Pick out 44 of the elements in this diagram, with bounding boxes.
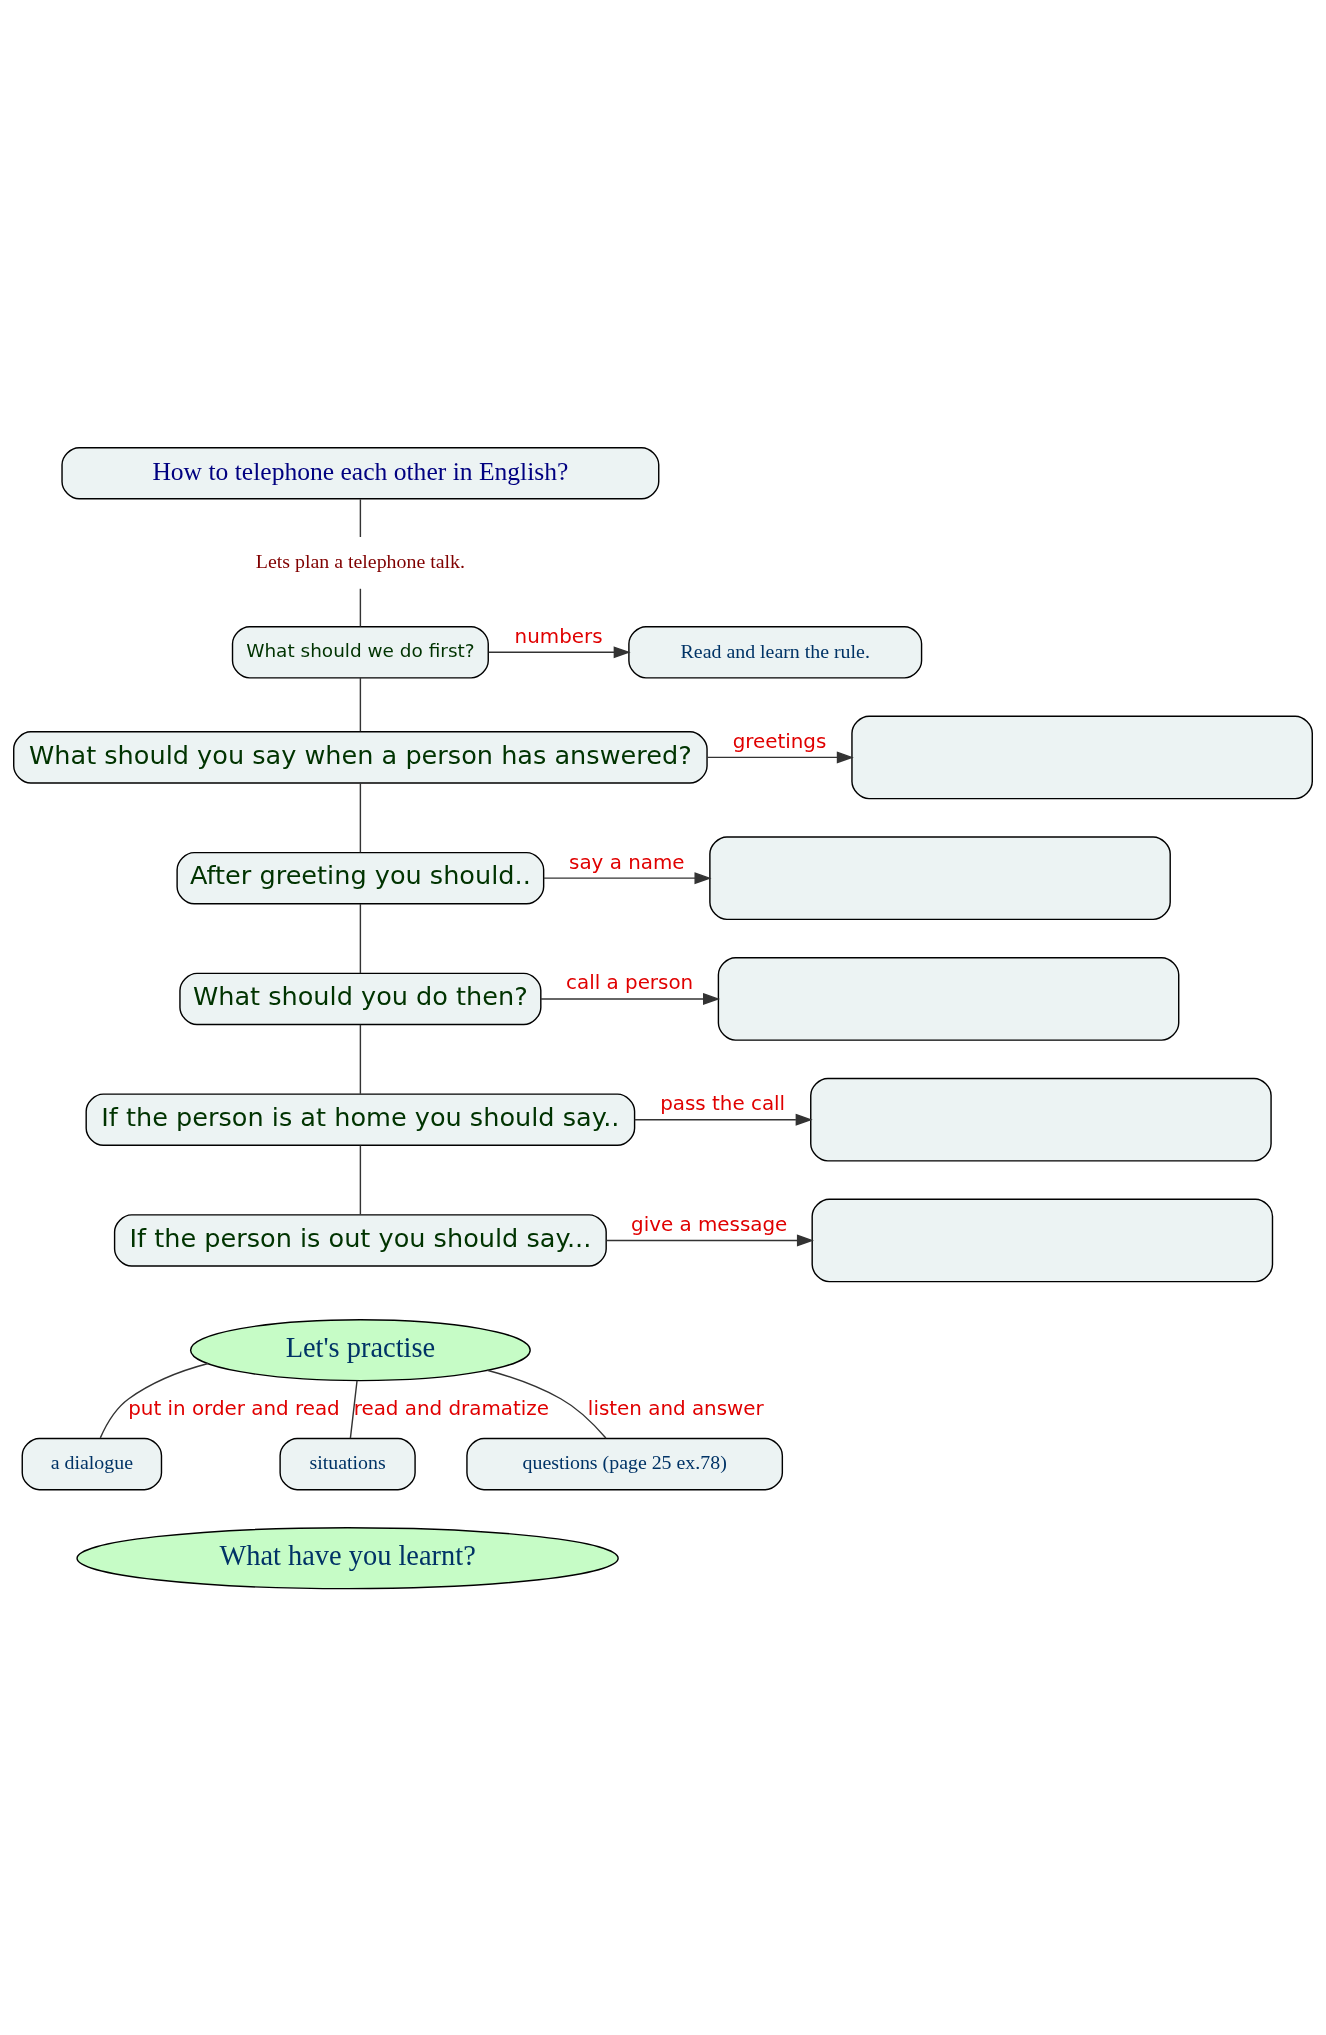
edge-label: numbers (514, 624, 603, 648)
edge-label: greetings (732, 729, 827, 753)
connector (359, 498, 362, 538)
connector (359, 782, 362, 853)
connector (359, 587, 362, 627)
arrow (605, 1233, 814, 1246)
node-box: How to telephone each other in English? (61, 446, 660, 500)
arrow (540, 992, 721, 1005)
node-box: After greeting you should.. (176, 851, 545, 904)
connector (486, 1369, 607, 1439)
edge-label: say a name (569, 850, 685, 873)
node-box: questions (page 25 ex.78) (466, 1437, 784, 1490)
arrow (488, 645, 631, 658)
node-box: Read and learn the rule. (628, 625, 923, 679)
node-box: If the person is at home you should say.. (85, 1092, 636, 1146)
node-box: situations (279, 1437, 416, 1490)
edge-label: put in order and read (128, 1396, 340, 1420)
edge-label: pass the call (660, 1091, 786, 1115)
edge-label: read and dramatize (353, 1396, 549, 1420)
connector (359, 676, 362, 732)
connector (359, 902, 362, 974)
node-box (717, 956, 1180, 1041)
edge-label: give a message (631, 1212, 788, 1236)
connector (349, 1379, 358, 1439)
node-box: What should you do then? (179, 972, 542, 1025)
node-text: Lets plan a telephone talk. (255, 549, 465, 572)
node-box (851, 715, 1313, 799)
connector (359, 1023, 362, 1095)
node-box: What should you say when a person has answered? (13, 730, 708, 784)
node-box: What should we do first? (231, 625, 489, 679)
connector (359, 1144, 362, 1215)
arrow (706, 750, 854, 763)
arrow (634, 1113, 813, 1126)
arrow (543, 871, 712, 884)
node-box (810, 1077, 1272, 1162)
node-box: If the person is out you should say... (113, 1213, 607, 1267)
node-box (709, 835, 1171, 920)
edge-label: listen and answer (587, 1396, 764, 1420)
node-box (811, 1198, 1274, 1282)
node-box: a dialogue (21, 1437, 163, 1490)
node-ellipse: What have you learnt? (76, 1526, 619, 1589)
edge-label: call a person (566, 970, 694, 994)
connector (99, 1362, 209, 1439)
node-ellipse: Let's practise (189, 1318, 531, 1381)
